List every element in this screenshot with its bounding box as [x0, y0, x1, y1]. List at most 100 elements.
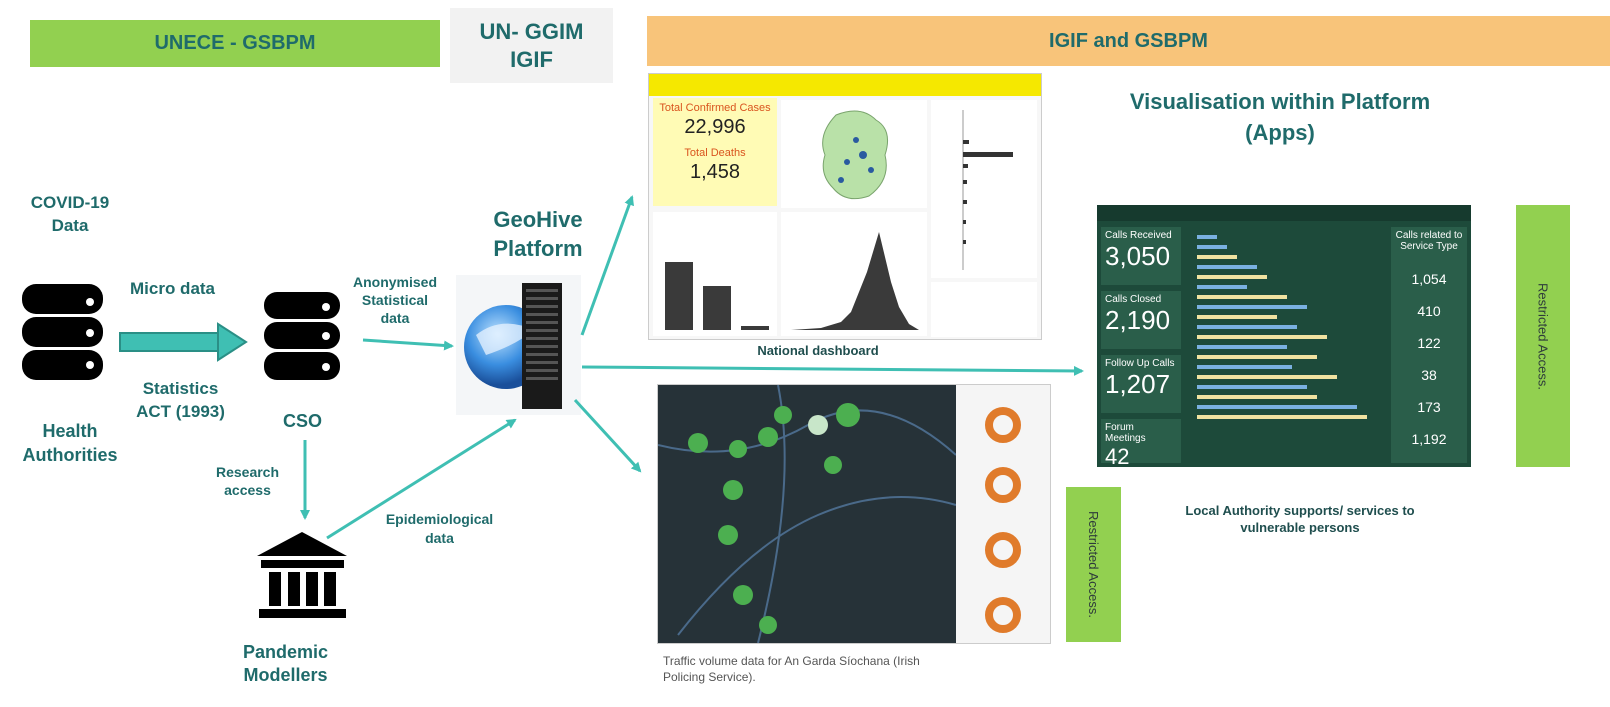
service-value-1: 1,054 [1411, 271, 1447, 287]
igif-banner: IGIF and GSBPM [647, 16, 1610, 66]
geohive-to-apps-arrow [581, 365, 1084, 376]
research-line1: Research [215, 464, 280, 480]
globe-server-icon [464, 283, 562, 409]
deaths-value: 1,458 [689, 161, 741, 183]
calls-closed-value: 2,190 [1105, 305, 1171, 335]
epi-line2: data [425, 530, 454, 546]
kpi-calls-closed: Calls Closed 2,190 [1101, 291, 1181, 349]
community-header-bar [1097, 205, 1471, 221]
deaths-label: Total Deaths [684, 147, 746, 159]
geohive-to-traffic-arrow [573, 398, 642, 473]
national-dashboard-caption: National dashboard [757, 343, 879, 358]
local-line2: vulnerable persons [1240, 520, 1360, 535]
forum-label: Forum Meetings [1105, 422, 1146, 444]
dashboard-header-bar [649, 74, 1041, 96]
traffic-line1: Traffic volume data for An Garda Síochan… [663, 654, 920, 668]
traffic-line2: Policing Service). [663, 670, 756, 684]
anon-to-geohive-arrow [362, 338, 454, 351]
geohive-to-dashboard-arrow [580, 195, 634, 336]
kpi-calls-received: Calls Received 3,050 [1101, 227, 1181, 285]
pandemic-modellers-label: Pandemic Modellers [228, 641, 343, 687]
calls-received-label: Calls Received [1105, 230, 1172, 241]
histogram-chart [791, 232, 919, 330]
dashboard-kpi-panel: Total Confirmed Cases 22,996 Total Death… [653, 98, 777, 206]
health-authorities-label: Health Authorities [0, 419, 140, 467]
pandemic-line2: Modellers [243, 665, 328, 685]
epi-line1: Epidemiological [385, 511, 494, 527]
geohive-line2: Platform [493, 236, 583, 261]
health-database-icon [22, 284, 103, 380]
stat-line1: Statistics [142, 379, 219, 398]
research-access-label: Research access [205, 463, 290, 499]
service-value-3: 122 [1417, 335, 1441, 351]
institution-icon [257, 532, 347, 618]
anon-line2: Statistical [361, 292, 429, 308]
community-dashboard-image: Calls Received 3,050 Calls Closed 2,190 … [1097, 205, 1471, 469]
geohive-platform-label: GeoHive Platform [473, 205, 603, 263]
micro-data-arrow-icon [119, 322, 248, 362]
service-value-4: 38 [1421, 367, 1437, 383]
kpi-forum: Forum Meetings 42 [1101, 419, 1181, 469]
community-bar-chart [1197, 235, 1367, 419]
stat-line2: ACT (1993) [136, 402, 225, 421]
pandemic-line1: Pandemic [242, 642, 329, 662]
visualisation-heading: Visualisation within Platform (Apps) [1090, 86, 1470, 148]
research-line2: access [224, 482, 271, 498]
anonymised-data-label: Anonymised Statistical data [340, 273, 450, 327]
forum-value: 42 [1105, 444, 1130, 469]
ggim-title-line1: UN- GGIM [479, 18, 584, 44]
ireland-map-icon [822, 110, 888, 200]
traffic-caption: Traffic volume data for An Garda Síochan… [663, 653, 1003, 685]
service-value-5: 173 [1417, 399, 1441, 415]
gsbpm-banner: UNECE - GSBPM [30, 20, 440, 67]
follow-up-label: Follow Up Calls [1105, 358, 1175, 369]
cso-database-icon [264, 292, 340, 380]
restricted-access-text-2: Restricted Access. [1535, 282, 1551, 390]
calls-closed-label: Calls Closed [1105, 294, 1162, 305]
covid-data-label: COVID-19 Data [10, 191, 130, 237]
kpi-follow-up: Follow Up Calls 1,207 [1101, 355, 1181, 413]
vertical-bar-chart [665, 262, 769, 330]
covid-line2: Data [51, 216, 89, 235]
confirmed-cases-value: 22,996 [684, 116, 746, 138]
restricted-access-text-1: Restricted Access. [1086, 511, 1101, 618]
ggim-title-line2: IGIF [510, 46, 553, 72]
vis-line1: Visualisation within Platform [1129, 89, 1431, 114]
service-value-6: 1,192 [1411, 431, 1447, 447]
igif-title: IGIF and GSBPM [1049, 29, 1208, 52]
dashboard-hbar-panel [931, 100, 1037, 278]
epidemiological-data-label: Epidemiological data [372, 510, 507, 548]
health-line2: Authorities [22, 445, 118, 465]
ggim-banner: UN- GGIM IGIF [450, 8, 613, 83]
dashboard-logo-strip [931, 282, 1037, 337]
restricted-access-badge-traffic: Restricted Access. [1066, 487, 1121, 642]
traffic-map-graphic [658, 385, 1050, 643]
micro-data-label: Micro data [130, 279, 216, 298]
gsbpm-title: UNECE - GSBPM [154, 32, 316, 54]
covid-line1: COVID-19 [30, 193, 110, 212]
geohive-server-image [456, 275, 581, 415]
local-authority-caption: Local Authority supports/ services to vu… [1135, 502, 1465, 536]
follow-up-value: 1,207 [1105, 369, 1171, 399]
modellers-to-geohive-arrow [326, 418, 517, 540]
local-line1: Local Authority supports/ services to [1185, 503, 1415, 518]
calls-received-value: 3,050 [1105, 241, 1171, 271]
geohive-line1: GeoHive [493, 207, 583, 232]
service-type-panel: Calls related to Service Type 1,054 410 … [1391, 227, 1467, 463]
dashboard-map-panel [781, 100, 927, 208]
health-line1: Health [42, 421, 98, 441]
anon-line3: data [380, 310, 410, 326]
dashboard-bar-panel [653, 212, 777, 336]
anon-line1: Anonymised [352, 274, 437, 290]
horizontal-bar-chart [962, 110, 1013, 270]
statistics-act-label: Statistics ACT (1993) [118, 377, 243, 423]
traffic-map-image [657, 384, 1051, 644]
cso-label: CSO [283, 411, 323, 431]
service-type-header: Calls related to Service Type [1395, 230, 1463, 252]
vis-line2: (Apps) [1245, 120, 1315, 145]
restricted-access-badge-apps: Restricted Access. [1516, 205, 1570, 467]
dashboard-histogram-panel [781, 212, 927, 336]
national-dashboard-image: Total Confirmed Cases 22,996 Total Death… [648, 73, 1042, 340]
confirmed-cases-label: Total Confirmed Cases [659, 102, 771, 114]
